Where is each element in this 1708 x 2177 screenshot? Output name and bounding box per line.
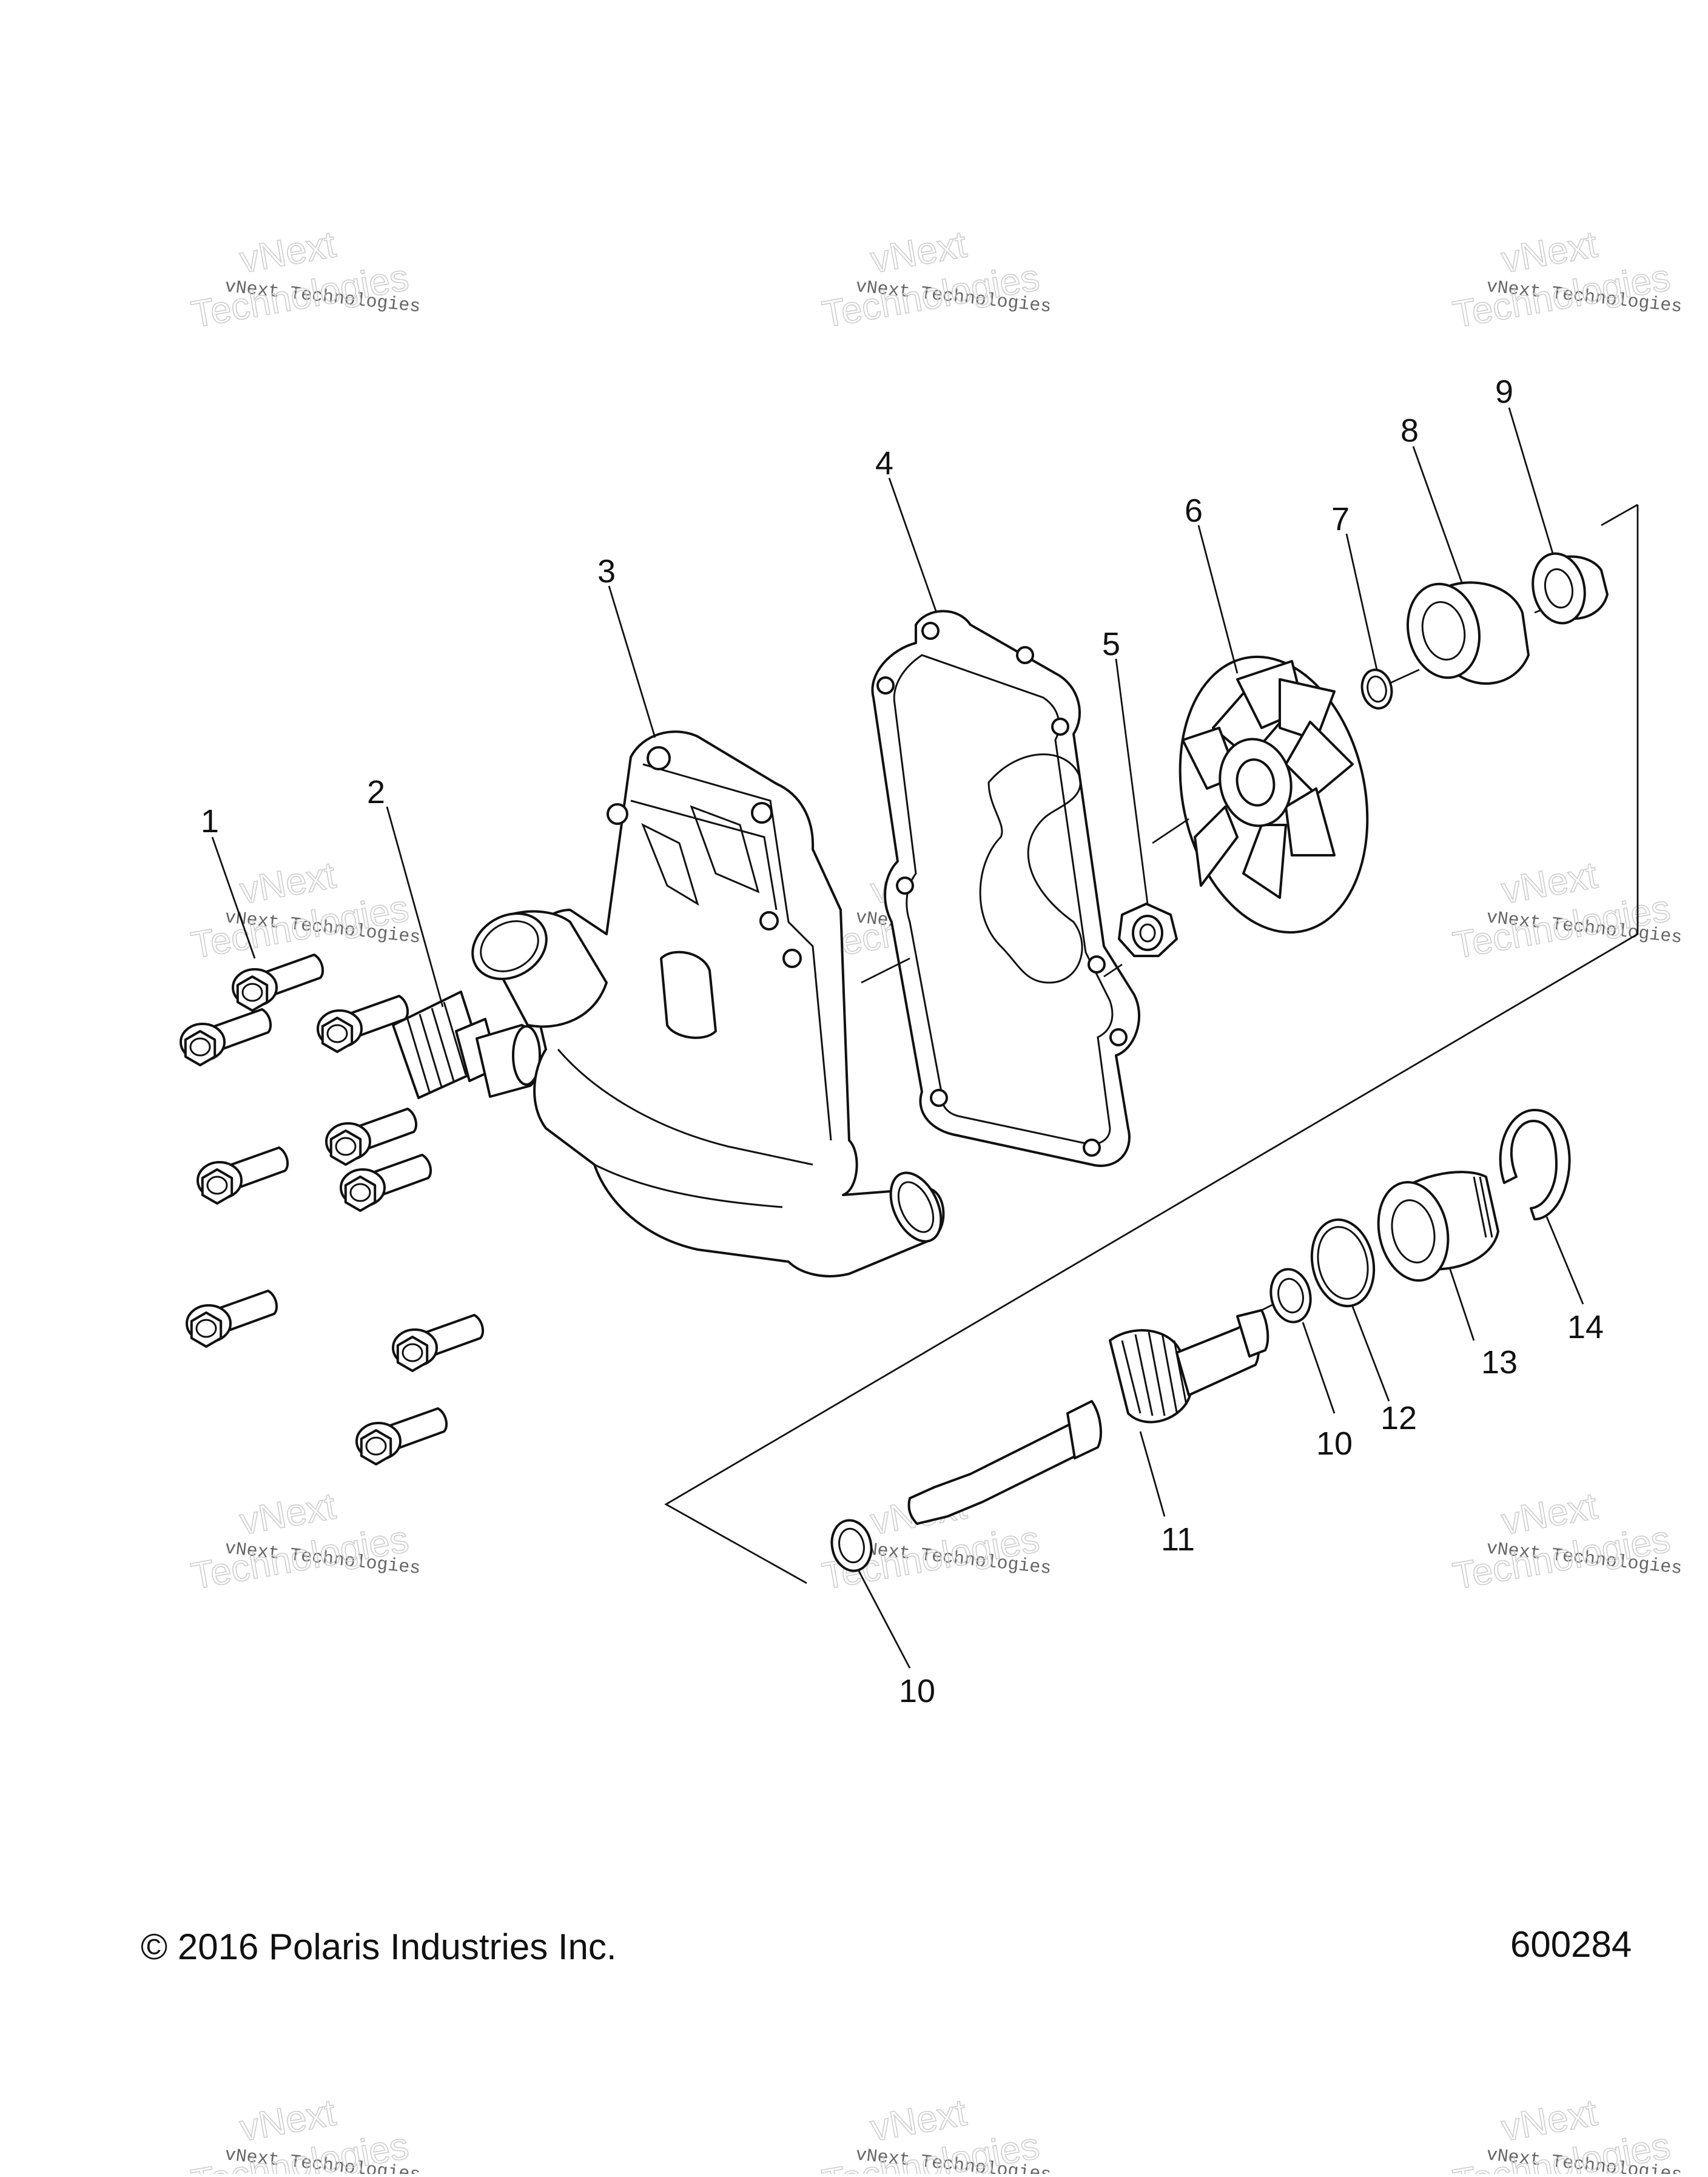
bolt-set xyxy=(180,954,485,1465)
callout-10-upper: 10 xyxy=(1316,1425,1353,1462)
thrust-washer-lower xyxy=(830,1519,873,1572)
flange-bolt xyxy=(180,1008,272,1066)
thrust-washer-upper xyxy=(1261,1268,1312,1324)
flange-bolt xyxy=(355,1407,448,1465)
callout-3: 3 xyxy=(597,553,616,590)
flange-bolt xyxy=(197,1146,289,1205)
impeller xyxy=(1152,655,1369,934)
callout-1: 1 xyxy=(201,803,219,840)
callout-11: 11 xyxy=(1161,1521,1195,1558)
callout-10-lower: 10 xyxy=(899,1673,935,1709)
o-ring xyxy=(1310,1218,1376,1308)
callout-13: 13 xyxy=(1481,1344,1518,1381)
flange-bolt xyxy=(186,1290,278,1348)
callout-2: 2 xyxy=(367,774,385,810)
pump-shaft xyxy=(907,1309,1269,1525)
flange-bolt xyxy=(392,1314,485,1372)
flange-bolt xyxy=(325,1108,418,1166)
hose-fitting xyxy=(392,991,541,1099)
flange-bolt xyxy=(340,1154,432,1212)
callout-6: 6 xyxy=(1185,493,1203,529)
small-washer xyxy=(1360,668,1420,710)
snap-ring xyxy=(1499,1109,1584,1305)
leader-lines xyxy=(211,407,1554,1669)
figure-number: 600284 xyxy=(1510,1924,1632,1965)
copyright-notice: © 2016 Polaris Industries Inc. xyxy=(141,1926,617,1967)
mechanical-seal xyxy=(1406,581,1565,685)
callout-14: 14 xyxy=(1567,1309,1604,1345)
callout-labels: 1 2 3 4 5 6 7 8 9 10 10 11 12 13 14 xyxy=(201,374,1604,1709)
impeller-nut xyxy=(1103,903,1178,978)
gasket xyxy=(861,610,1140,1167)
seal-seat xyxy=(1531,552,1609,625)
flange-bolt xyxy=(317,995,409,1053)
pump-housing xyxy=(471,730,945,1277)
callout-9: 9 xyxy=(1495,374,1513,410)
flange-bolt xyxy=(232,954,324,1012)
callout-7: 7 xyxy=(1331,501,1350,537)
callout-12: 12 xyxy=(1380,1400,1417,1436)
callout-4: 4 xyxy=(875,445,893,482)
shaft-bearing xyxy=(1377,1171,1499,1341)
callout-8: 8 xyxy=(1400,412,1419,449)
assembly-frame-lines xyxy=(664,503,1639,1584)
callout-5: 5 xyxy=(1102,626,1120,662)
